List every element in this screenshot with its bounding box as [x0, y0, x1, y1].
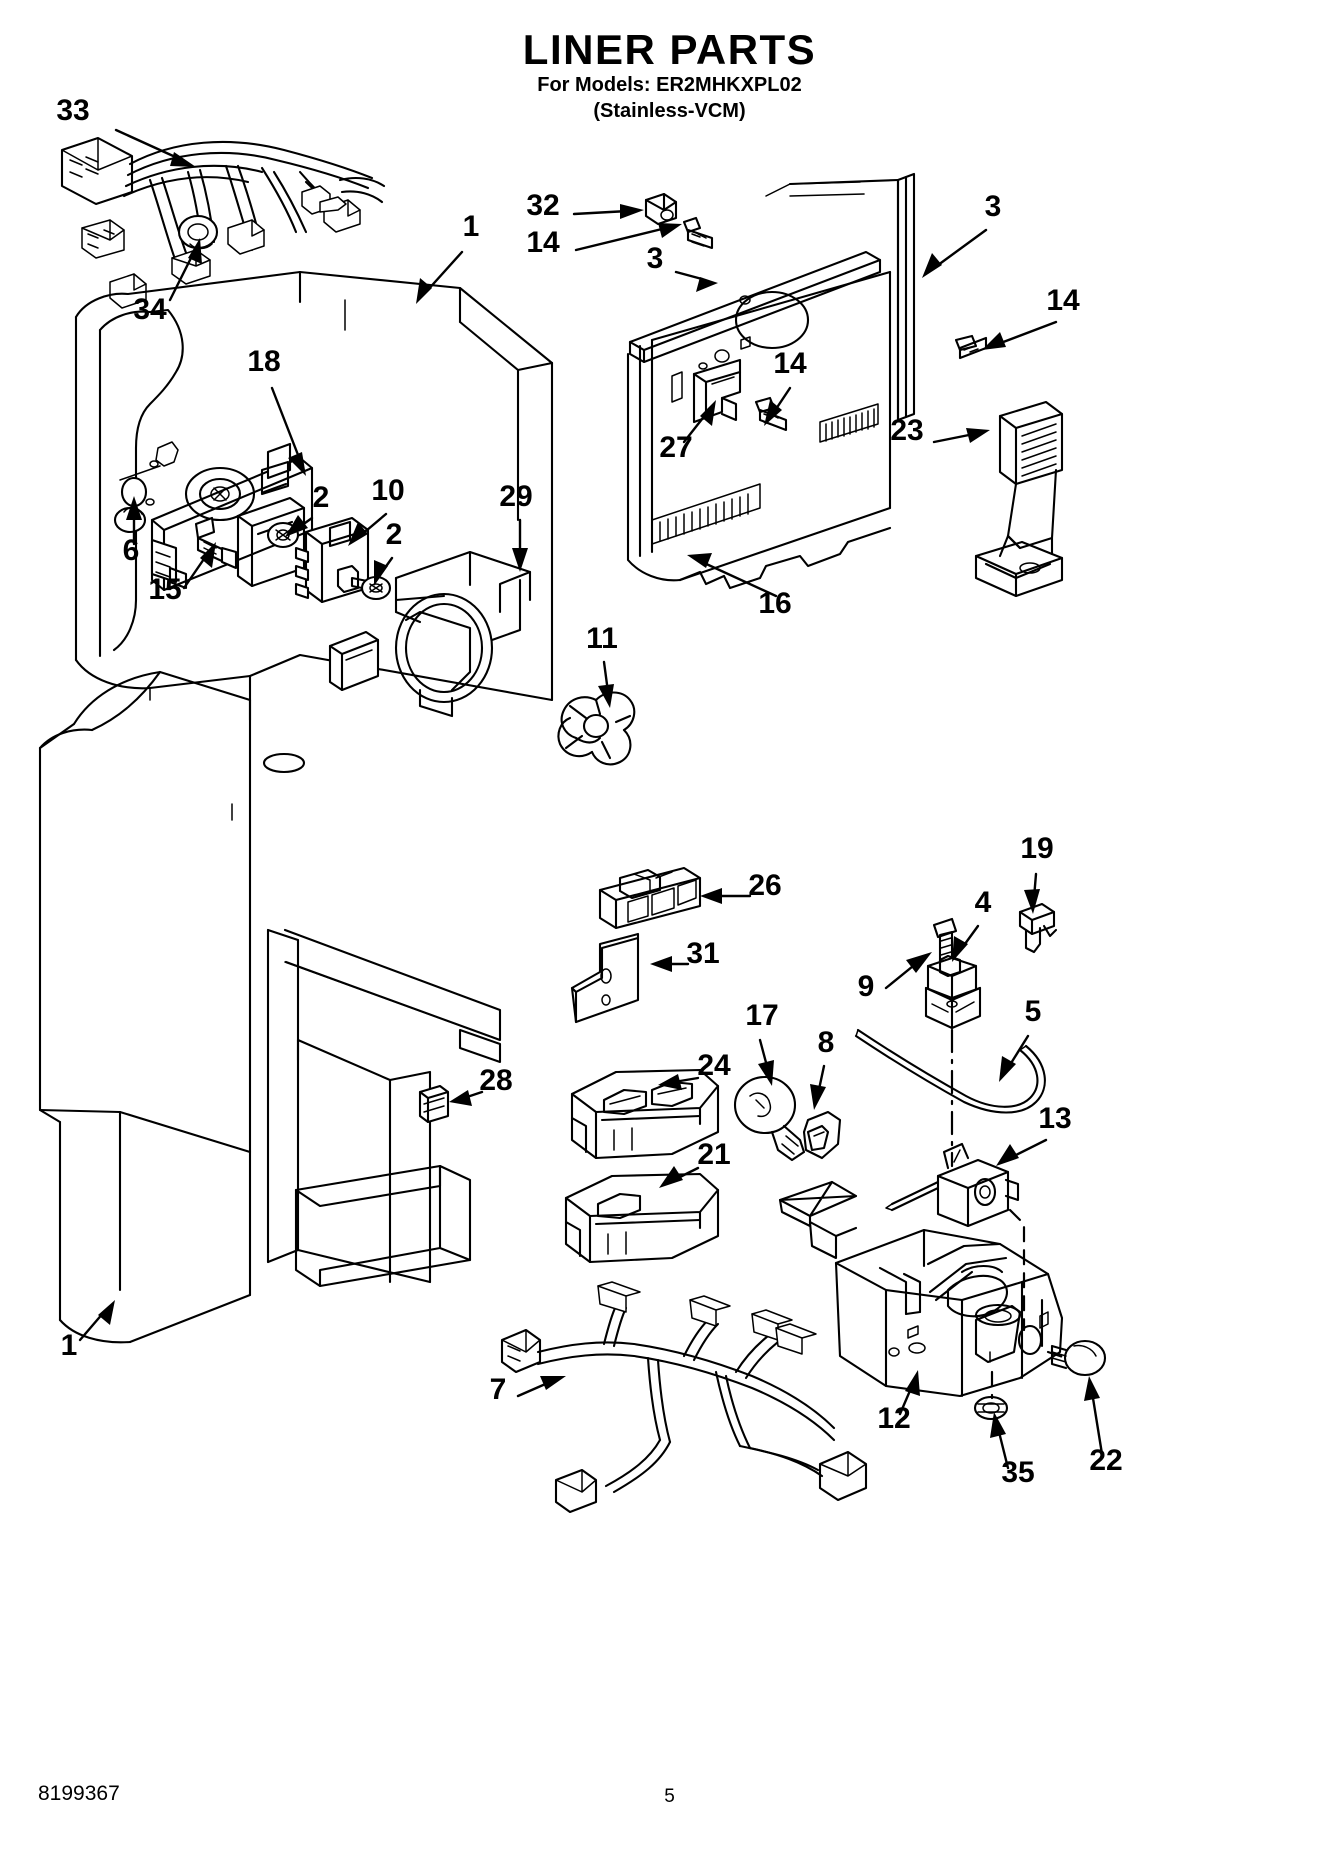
part-wire-harness-lower: [500, 1281, 868, 1514]
part-screw-top: [682, 216, 714, 250]
callout-18: 18: [247, 345, 280, 378]
callout-31: 31: [686, 937, 719, 970]
callout-5: 5: [1025, 995, 1042, 1028]
callout-1-bottom: 1: [61, 1329, 78, 1362]
callout-19: 19: [1020, 832, 1053, 865]
part-thermostat-housing: [924, 954, 982, 1030]
page-title: LINER PARTS: [522, 26, 817, 73]
part-trim-rail-right: [765, 172, 916, 422]
part-liner-cabinet: [38, 270, 554, 1344]
callout-17: 17: [745, 999, 778, 1032]
part-fan-blade: [557, 691, 636, 766]
callout-29: 29: [499, 480, 532, 513]
callout-1-top: 1: [463, 210, 480, 243]
callout-35: 35: [1001, 1456, 1034, 1489]
callout-34: 34: [133, 293, 167, 326]
part-fan-housing-assembly: [150, 442, 314, 592]
footer-page-number: 5: [664, 1786, 675, 1807]
callout-8: 8: [818, 1026, 835, 1059]
callout-9: 9: [858, 970, 875, 1003]
callout-2-b: 2: [386, 518, 403, 551]
part-drain-cap: [1050, 1339, 1107, 1377]
footer-part-number: 8199367: [38, 1782, 120, 1805]
callout-10: 10: [371, 474, 404, 507]
callout-16: 16: [758, 587, 791, 620]
models-label: For Models: ER2MHKXPL02: [537, 74, 802, 96]
part-bulb-retainer-clip: [802, 1110, 842, 1160]
callout-14-right: 14: [1046, 284, 1080, 317]
callout-14-top: 14: [526, 226, 560, 259]
part-screw-right: [954, 334, 988, 360]
callout-21: 21: [697, 1138, 730, 1171]
part-control-housing-upper: [570, 1068, 720, 1160]
callout-24: 24: [697, 1049, 731, 1082]
callout-7: 7: [490, 1373, 507, 1406]
part-light-socket-assembly: [598, 866, 702, 930]
callout-33: 33: [56, 94, 89, 127]
callout-15: 15: [148, 573, 181, 606]
part-drain-pan-assembly: [778, 1180, 1064, 1398]
callout-numbers: 33 34 1 32 14 3 3 14 14 27 23 16 18 6 15…: [56, 94, 1122, 1489]
callout-28: 28: [479, 1064, 512, 1097]
part-control-housing-lower: [564, 1172, 720, 1264]
callout-22: 22: [1089, 1444, 1122, 1477]
part-plug-button: [418, 1084, 450, 1124]
callout-14-mid: 14: [773, 347, 807, 380]
part-capillary-tube: [854, 1028, 1046, 1114]
callout-26: 26: [748, 869, 781, 902]
part-trim-rail-left: [628, 250, 882, 364]
callout-4: 4: [975, 886, 992, 919]
callout-27: 27: [659, 431, 692, 464]
callout-2-a: 2: [313, 481, 330, 514]
part-fan-shroud-bracket: [236, 496, 532, 718]
part-rear-panel: [626, 270, 892, 590]
callout-6: 6: [123, 534, 140, 567]
callout-3-left: 3: [647, 242, 664, 275]
part-bracket-cover: [692, 358, 742, 424]
callout-23: 23: [890, 414, 923, 447]
part-mounting-plate: [570, 932, 640, 1024]
callout-11: 11: [586, 622, 618, 655]
part-wire-clip: [1018, 902, 1058, 954]
part-wire-harness-upper: [60, 136, 386, 309]
part-air-duct-tower: [974, 400, 1064, 598]
callout-32: 32: [526, 189, 559, 222]
variant-label: (Stainless-VCM): [593, 100, 746, 122]
callout-3-right: 3: [985, 190, 1002, 223]
part-light-bulb: [733, 1075, 806, 1162]
part-spacer-bushing: [644, 192, 678, 226]
part-drain-grommet: [973, 1395, 1009, 1421]
callout-12: 12: [877, 1402, 910, 1435]
leader-lines: [78, 128, 1104, 1470]
part-defrost-thermostat: [885, 1142, 1020, 1228]
callout-13: 13: [1038, 1102, 1071, 1135]
